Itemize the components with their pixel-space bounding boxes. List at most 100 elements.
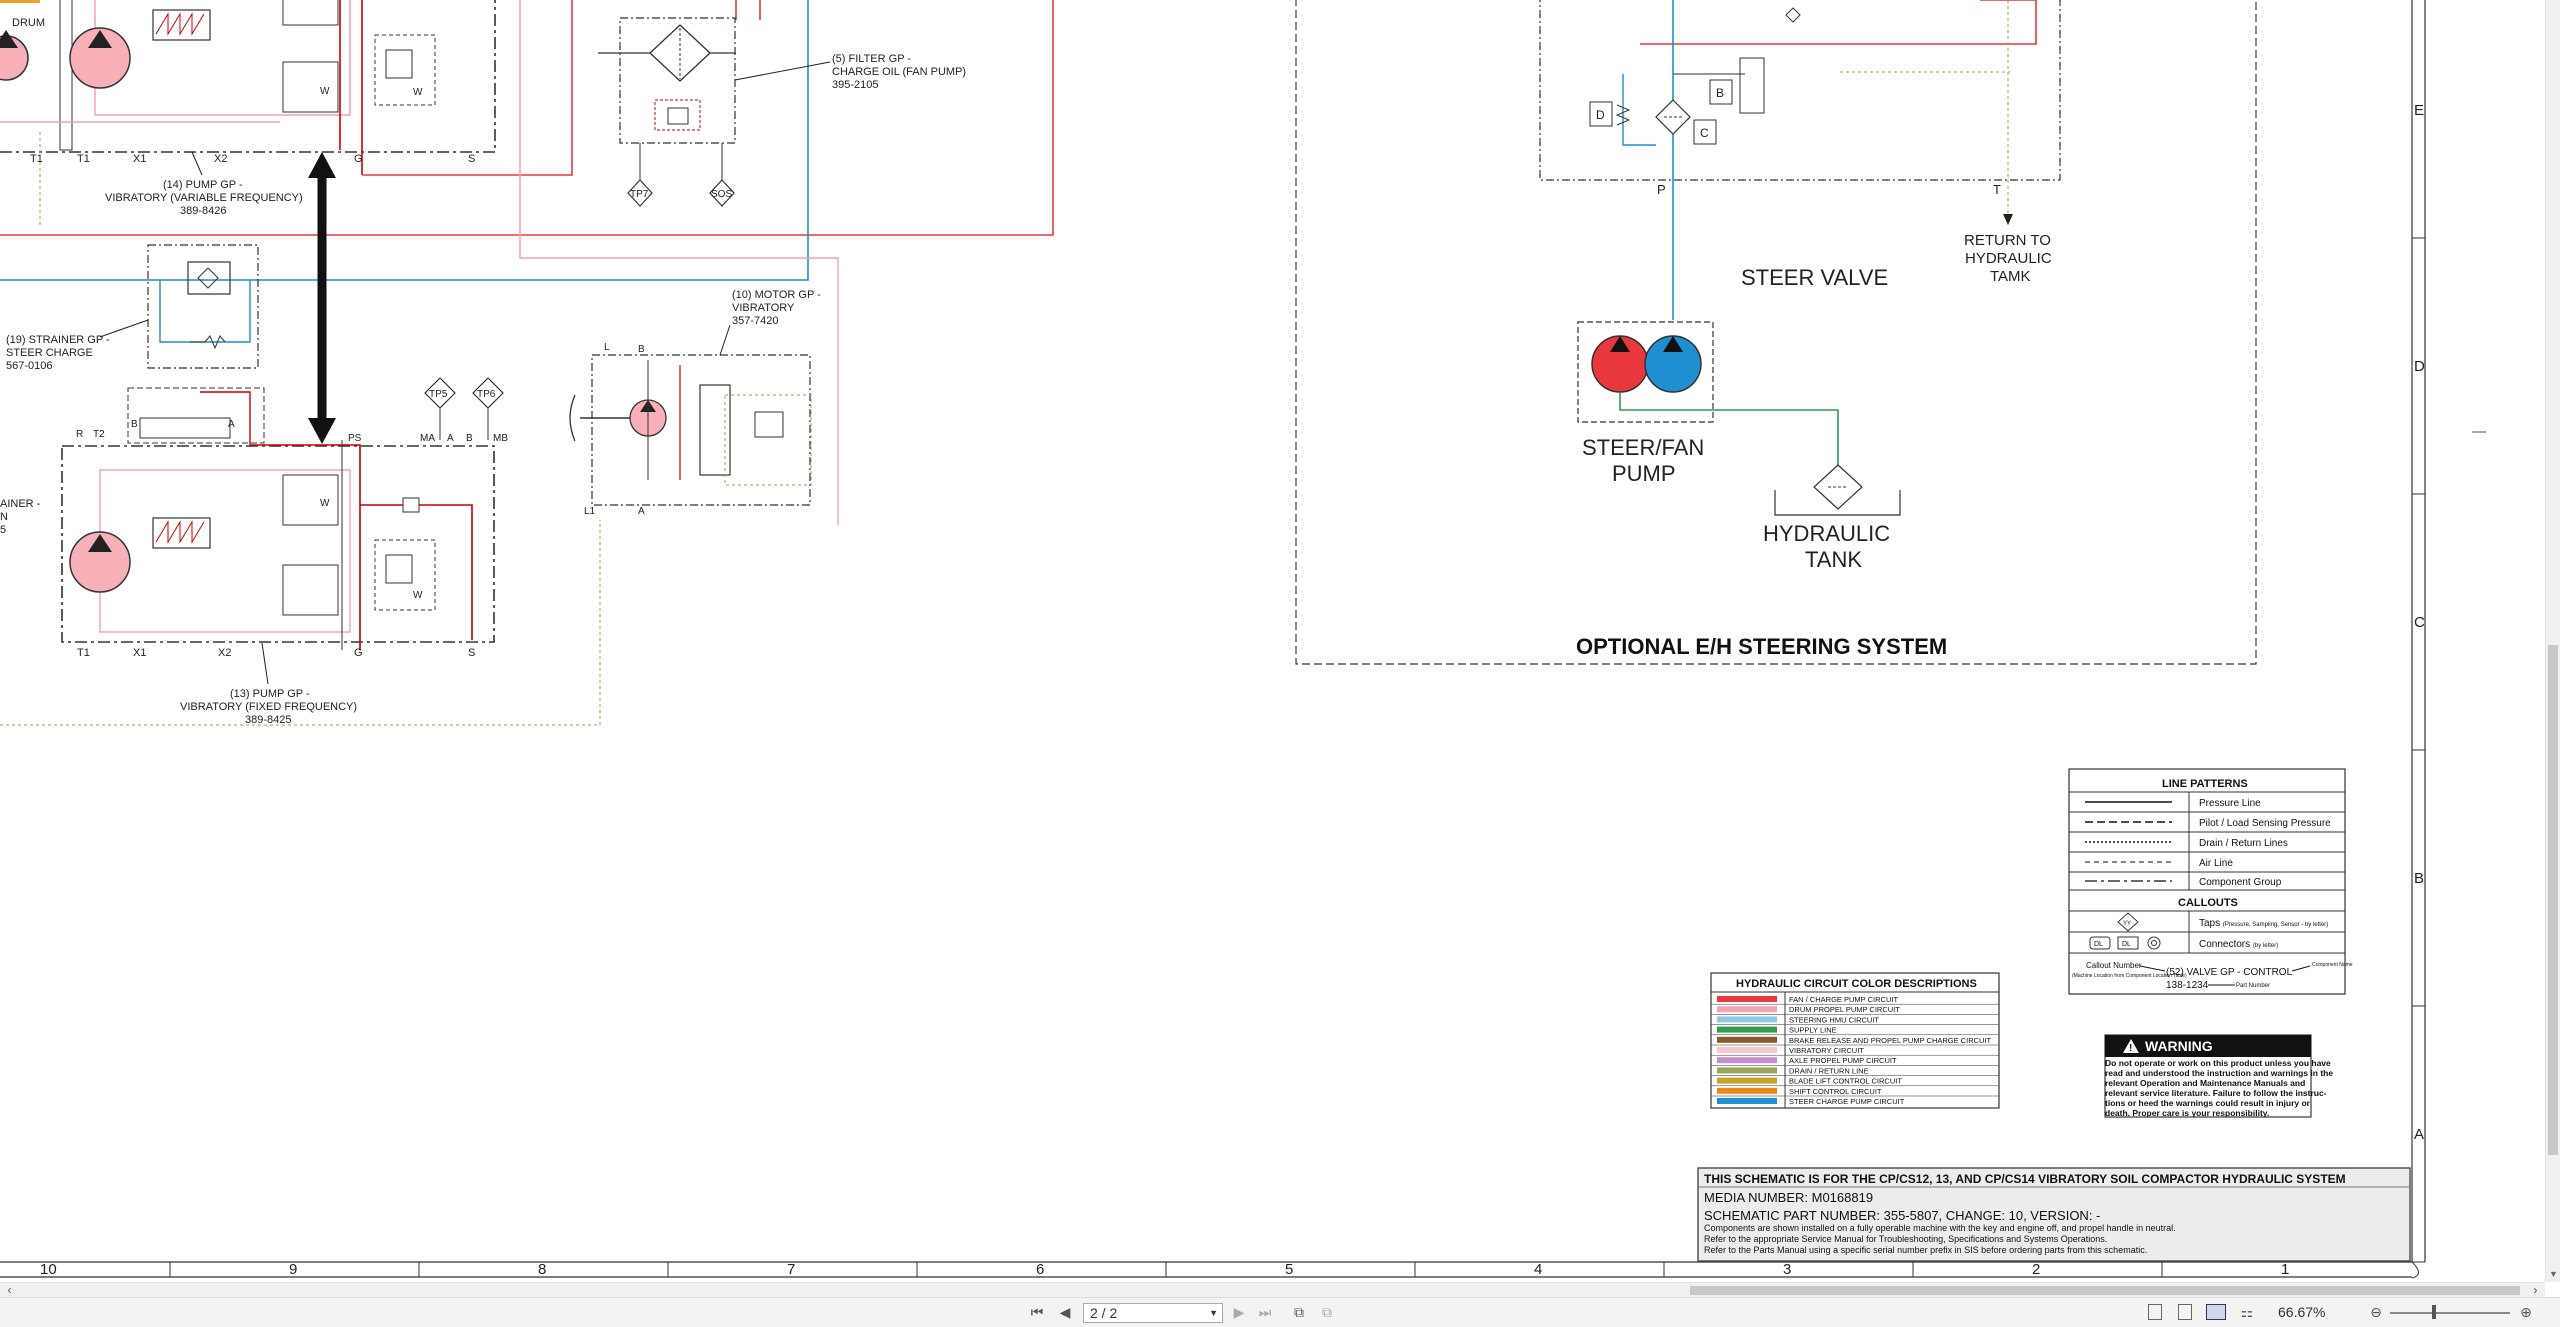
svg-text:567-0106: 567-0106	[6, 360, 53, 372]
zoom-level: 66.67%	[2278, 1304, 2326, 1320]
grid-row-label: D	[2414, 358, 2425, 375]
svg-text:S: S	[468, 647, 475, 659]
circuit-color-swatch	[1717, 996, 1777, 1002]
circuit-color-swatch	[1717, 1087, 1777, 1094]
circuit-color-label: VIBRATORY CIRCUIT	[1789, 1046, 1864, 1055]
svg-text:G: G	[354, 153, 363, 165]
vertical-scrollbar[interactable]: ▼	[2545, 0, 2560, 1282]
svg-text:Connectors (by letter): Connectors (by letter)	[2199, 939, 2278, 950]
svg-text:YY: YY	[2123, 921, 2131, 927]
svg-text:D: D	[1596, 108, 1605, 122]
svg-text:(19) STRAINER GP -: (19) STRAINER GP -	[6, 334, 110, 346]
callout-motor-10: (10) MOTOR GP - VIBRATORY 357-7420	[719, 289, 821, 356]
warning-box: ! WARNING Do not operate or work on this…	[2104, 1034, 2333, 1118]
steer-fan-pump-label: STEER/FAN PUMP	[1582, 435, 1704, 486]
svg-text:N: N	[0, 511, 8, 523]
svg-text:B: B	[131, 419, 138, 430]
svg-text:X2: X2	[214, 153, 227, 165]
grid-column-label: 10	[40, 1261, 57, 1278]
vertical-scroll-thumb[interactable]	[2548, 645, 2558, 1155]
svg-text:relevant service literature. F: relevant service literature. Failure to …	[2105, 1088, 2327, 1098]
svg-text:TP5: TP5	[429, 389, 448, 400]
scroll-right-arrow-icon[interactable]: ›	[2533, 1283, 2538, 1297]
grid-row-label: E	[2414, 102, 2424, 119]
svg-text:B: B	[638, 344, 645, 355]
grid-column-label: 6	[1036, 1261, 1044, 1278]
circuit-color-label: SUPPLY LINE	[1789, 1026, 1837, 1035]
callout-strainer-19: (19) STRAINER GP - STEER CHARGE 567-0106	[6, 319, 149, 372]
callout-filter-5: (5) FILTER GP - CHARGE OIL (FAN PUMP) 39…	[734, 53, 966, 91]
svg-text:VIBRATORY: VIBRATORY	[732, 302, 795, 314]
two-page-continuous-icon[interactable]: ⚏	[2240, 1304, 2254, 1320]
svg-text:5: 5	[0, 524, 6, 536]
grid-column-label: 4	[1534, 1261, 1542, 1278]
pdf-viewport[interactable]: DRUM W W T1 T1 X1 X2 G S (14) PUMP GP - …	[0, 0, 2545, 1282]
svg-text:CHARGE OIL (FAN PUMP): CHARGE OIL (FAN PUMP)	[832, 66, 966, 78]
svg-text:Refer to the Parts Manual usin: Refer to the Parts Manual using a specif…	[1704, 1245, 2147, 1255]
chevron-down-icon[interactable]: ▼	[1209, 1308, 1218, 1318]
scroll-down-arrow-icon[interactable]: ▼	[2549, 1269, 2558, 1279]
horizontal-scrollbar[interactable]: ‹ ›	[0, 1282, 2545, 1297]
next-page-icon[interactable]: ▶	[1233, 1304, 1245, 1320]
grid-row-label: C	[2414, 614, 2425, 631]
steering-system-title: OPTIONAL E/H STEERING SYSTEM	[1576, 634, 1947, 659]
circuit-color-swatch	[1717, 1026, 1777, 1033]
svg-text:A: A	[228, 419, 235, 430]
two-page-view-icon[interactable]	[2206, 1304, 2226, 1320]
circuit-color-swatch	[1717, 1016, 1777, 1023]
svg-text:Part Number: Part Number	[2236, 983, 2270, 989]
svg-text:Callout Number: Callout Number	[2086, 961, 2142, 970]
svg-text:!: !	[2129, 1043, 2132, 1054]
grid-row-label: A	[2414, 1126, 2424, 1143]
grid-column-label: 5	[1285, 1261, 1293, 1278]
fit-width-icon[interactable]: ⧉	[1322, 1304, 1332, 1320]
svg-text:THIS SCHEMATIC IS FOR THE CP/C: THIS SCHEMATIC IS FOR THE CP/CS12, 13, A…	[1704, 1172, 2346, 1186]
svg-text:T2: T2	[93, 429, 105, 440]
page-number-input[interactable]: 2 / 2▼	[1083, 1303, 1223, 1323]
circuit-color-label: BRAKE RELEASE AND PROPEL PUMP CHARGE CIR…	[1789, 1036, 1992, 1045]
viewer-toolbar: ⏮ ◀ 2 / 2▼ ▶ ⏭ ⧉ ⧉ ⚏ 66.67% ⊖ ⊕	[0, 1297, 2560, 1327]
svg-text:Drain / Return Lines: Drain / Return Lines	[2199, 838, 2288, 849]
zoom-out-icon[interactable]: ⊖	[2370, 1304, 2382, 1320]
svg-text:Components are shown installed: Components are shown installed on a full…	[1704, 1223, 2176, 1233]
scroll-left-arrow-icon[interactable]: ‹	[7, 1283, 12, 1297]
previous-page-icon[interactable]: ◀	[1059, 1304, 1071, 1320]
svg-text:B: B	[1716, 86, 1724, 100]
svg-text:death. Proper care is your res: death. Proper care is your responsibilit…	[2105, 1108, 2269, 1118]
circuit-color-swatch	[1717, 1098, 1777, 1104]
last-page-icon[interactable]: ⏭	[1258, 1304, 1272, 1320]
grid-column-label: 3	[1783, 1261, 1791, 1278]
horizontal-scroll-thumb[interactable]	[1690, 1286, 2520, 1295]
circuit-color-label: STEERING HMU CIRCUIT	[1789, 1015, 1879, 1024]
svg-text:MEDIA NUMBER: M0168819: MEDIA NUMBER: M0168819	[1704, 1190, 1873, 1205]
circuit-color-label: STEER CHARGE PUMP CIRCUIT	[1789, 1097, 1905, 1106]
svg-text:PUMP: PUMP	[1612, 461, 1676, 486]
svg-text:LINE PATTERNS: LINE PATTERNS	[2162, 778, 2248, 790]
single-page-view-icon[interactable]	[2148, 1304, 2162, 1320]
svg-text:AINER -: AINER -	[0, 498, 41, 510]
circuit-color-label: BLADE LIFT CONTROL CIRCUIT	[1789, 1077, 1902, 1086]
circuit-color-swatch	[1717, 1077, 1777, 1084]
circuit-color-label: AXLE PROPEL PUMP CIRCUIT	[1789, 1056, 1897, 1065]
steer-valve-label: STEER VALVE	[1741, 265, 1888, 290]
svg-text:X1: X1	[133, 153, 146, 165]
svg-text:MB: MB	[493, 433, 508, 444]
svg-text:G: G	[354, 647, 363, 659]
svg-text:X1: X1	[133, 647, 146, 659]
svg-text:W: W	[413, 590, 423, 601]
svg-text:357-7420: 357-7420	[732, 315, 779, 327]
svg-text:L1: L1	[584, 506, 596, 517]
fit-page-icon[interactable]: ⧉	[1294, 1304, 1304, 1320]
svg-text:MA: MA	[420, 433, 435, 444]
svg-text:TAMK: TAMK	[1990, 268, 2031, 285]
svg-text:HYDRAULIC CIRCUIT COLOR DESCRI: HYDRAULIC CIRCUIT COLOR DESCRIPTIONS	[1736, 978, 1977, 990]
first-page-icon[interactable]: ⏮	[1030, 1304, 1044, 1320]
circuit-color-label: DRUM PROPEL PUMP CIRCUIT	[1789, 1005, 1900, 1014]
circuit-color-label: FAN / CHARGE PUMP CIRCUIT	[1789, 995, 1898, 1004]
callout-pump-14: (14) PUMP GP - VIBRATORY (VARIABLE FREQU…	[105, 151, 303, 217]
zoom-in-icon[interactable]: ⊕	[2520, 1304, 2532, 1320]
zoom-slider-handle[interactable]	[2432, 1305, 2436, 1319]
grid-column-label: 7	[787, 1261, 795, 1278]
zoom-slider[interactable]	[2390, 1312, 2510, 1314]
continuous-view-icon[interactable]	[2178, 1304, 2192, 1320]
